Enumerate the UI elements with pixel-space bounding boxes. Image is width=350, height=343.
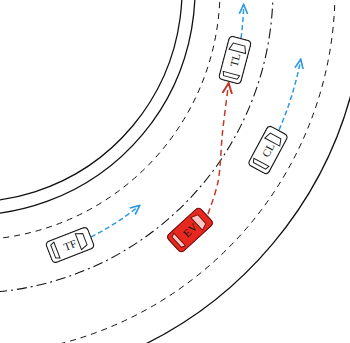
vehicle-box: TL <box>217 35 252 86</box>
lane-change-path <box>208 84 229 214</box>
vehicle-box: TF <box>44 226 96 265</box>
vehicle-box: EV <box>165 206 215 255</box>
motion-arrow <box>91 206 139 237</box>
vehicle-label: TF <box>44 226 96 265</box>
center-line <box>0 0 273 293</box>
road-edge <box>0 0 195 215</box>
lane-line <box>0 0 220 240</box>
road-edge <box>0 0 182 202</box>
motion-arrow <box>279 60 301 130</box>
vehicle-label: CL <box>246 124 289 176</box>
vehicle-box: CL <box>246 124 289 176</box>
motion-arrow <box>241 6 244 39</box>
vehicle-label: EV <box>165 206 215 255</box>
lane-line <box>0 0 335 343</box>
vehicle-label: TL <box>217 35 252 86</box>
